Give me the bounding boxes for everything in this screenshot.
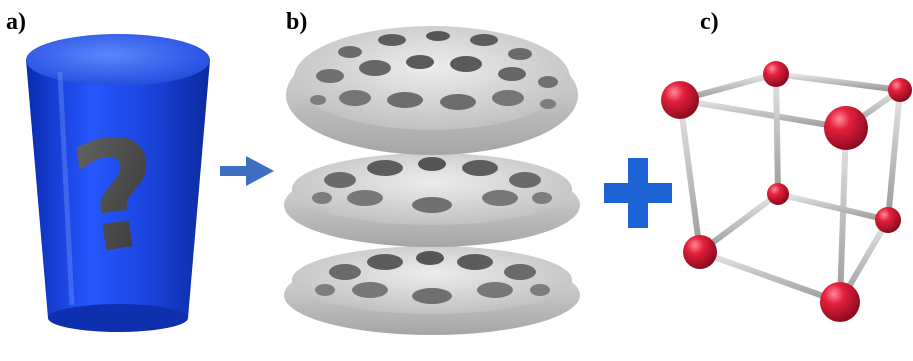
atom [661, 81, 699, 119]
lattice-atoms [661, 61, 912, 322]
atom [824, 106, 868, 150]
atom [767, 183, 789, 205]
plus-icon [604, 158, 672, 228]
porous-disk-top [286, 26, 578, 155]
lattice-bonds [677, 71, 903, 305]
atom [888, 78, 912, 102]
disk-stack [284, 26, 580, 335]
panel-label-b: b) [286, 9, 308, 35]
cylinder [26, 34, 210, 332]
panel-label-a: a) [6, 9, 26, 35]
atom [875, 207, 901, 233]
right-arrow-icon [220, 156, 274, 186]
porous-disk-bottom [284, 246, 580, 335]
atom [763, 61, 789, 87]
porous-disk-middle [284, 153, 580, 247]
cubic-lattice [661, 61, 912, 322]
atom [683, 235, 717, 269]
panel-label-c: c) [700, 9, 719, 35]
atom [820, 282, 860, 322]
